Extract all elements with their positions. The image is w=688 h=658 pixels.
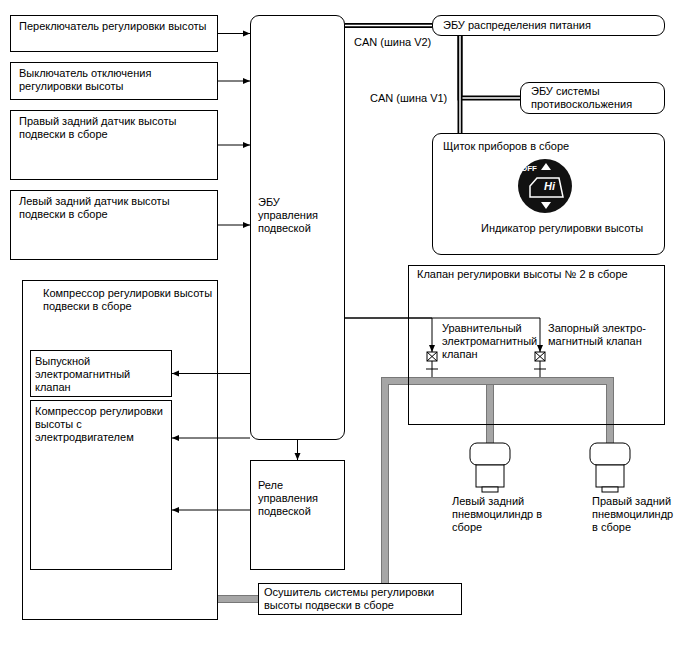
bus-label: CAN (шина V1)	[368, 92, 449, 105]
valve-label: Запорный электро- магнитный клапан	[534, 318, 662, 390]
signal-wire	[218, 225, 250, 226]
signal-line	[172, 373, 250, 374]
node-title: Компрессор регулировки высоты с электрод…	[35, 405, 167, 444]
pipe-edge	[432, 381, 490, 443]
signal-wire	[172, 510, 250, 511]
pipe-edge	[540, 381, 610, 443]
icon-text: Hi	[544, 180, 555, 193]
motor-box: Компрессор регулировки высоты с электрод…	[30, 400, 172, 570]
node-title: Запорный электро- магнитный клапан	[548, 322, 658, 348]
node-title: Клапан регулировки высоты № 2 в сборе	[417, 268, 660, 281]
valve-label: Уравнительный электромагнитный клапан	[426, 318, 530, 390]
node-title: Осушитель системы регулировки высоты под…	[264, 586, 457, 612]
indicator-icon	[518, 159, 572, 213]
signal-line	[172, 438, 250, 439]
signal-wire	[218, 81, 250, 82]
node-title: Выключатель отключения регулировки высот…	[19, 67, 213, 93]
signal-line	[172, 510, 250, 511]
node-title: ЭБУ распределения питания	[443, 19, 660, 32]
bus-line	[458, 36, 463, 133]
node-title: Уравнительный электромагнитный клапан	[442, 322, 526, 361]
pipe-fill	[432, 378, 540, 384]
signal-line	[218, 33, 250, 34]
signal-wire	[218, 33, 250, 34]
node-title: Правый задний пневмоцилиндр в сборе	[592, 495, 680, 534]
bus-line	[345, 23, 432, 28]
icon-text: OFF	[521, 164, 537, 174]
bus-label: CAN (шина V2)	[352, 36, 433, 49]
signal-wire	[218, 145, 250, 146]
ecu-box: ЭБУ системы противоскольжения	[520, 82, 665, 114]
sensor-box: Правый задний датчик высоты подвески в с…	[10, 110, 218, 180]
node-title: Выпускной электромагнитный клапан	[35, 355, 167, 394]
input-box: Переключатель регулировки высоты	[10, 15, 218, 52]
ecu-box: ЭБУ распределения питания	[432, 15, 665, 36]
node-title: Компрессор регулировки высоты подвески в…	[43, 287, 213, 313]
node-title: ЭБУ управления подвеской	[258, 196, 340, 235]
bus-line	[345, 25, 432, 27]
bus-line	[459, 36, 461, 133]
signal-wire	[172, 373, 250, 374]
node-title: Щиток приборов в сборе	[443, 140, 660, 153]
signal-line	[218, 225, 250, 226]
air-cylinder-symbol	[470, 443, 630, 492]
meter-box: Щиток приборов в сбореИндикатор регулиро…	[432, 133, 665, 255]
node-title: Левый задний датчик высоты подвески в сб…	[19, 195, 213, 221]
assembly-box: Компрессор регулировки высоты подвески в…	[22, 280, 218, 620]
assembly-box: Клапан регулировки высоты № 2 в сбореУра…	[408, 265, 665, 425]
signal-line	[345, 318, 432, 352]
bus-line	[460, 36, 520, 98]
node-title: Реле управления подвеской	[258, 479, 340, 518]
air-pipe	[218, 599, 258, 600]
pipe-fill	[218, 596, 258, 602]
signal-line	[218, 81, 250, 82]
node-title: Левый задний пневмоцилиндр в сборе	[452, 495, 544, 534]
bus-line	[460, 36, 520, 98]
signal-wire	[345, 318, 432, 352]
valve-box: Выпускной электромагнитный клапан	[30, 350, 172, 397]
air-pipe	[432, 381, 490, 443]
can-bus	[345, 25, 432, 26]
pipe-fill	[432, 381, 490, 443]
can-bus	[460, 36, 520, 98]
pipe-fill	[540, 381, 610, 443]
signal-wire	[297, 440, 298, 460]
can-bus	[460, 36, 461, 133]
air-pipe	[432, 381, 540, 382]
signal-line	[297, 440, 298, 460]
air-pipe	[540, 381, 610, 443]
cylinder-node: Правый задний пневмоцилиндр в сборе	[588, 443, 684, 538]
sensor-box: Левый задний датчик высоты подвески в сб…	[10, 190, 218, 260]
signal-wire	[172, 438, 250, 439]
node-title: ЭБУ системы противоскольжения	[531, 85, 660, 111]
pipe-edge	[218, 595, 258, 603]
relay-box: Реле управления подвеской	[250, 460, 345, 570]
dryer-box: Осушитель системы регулировки высоты под…	[258, 583, 462, 615]
indicator-caption: Индикатор регулировки высоты	[481, 222, 643, 235]
signal-line	[218, 145, 250, 146]
ecu-box: ЭБУ управления подвеской	[250, 15, 345, 440]
pipe-edge	[432, 377, 540, 385]
node-title: Правый задний датчик высоты подвески в с…	[19, 115, 213, 141]
cylinder-node: Левый задний пневмоцилиндр в сборе	[448, 443, 548, 538]
input-box: Выключатель отключения регулировки высот…	[10, 62, 218, 100]
node-title: Переключатель регулировки высоты	[19, 20, 213, 33]
